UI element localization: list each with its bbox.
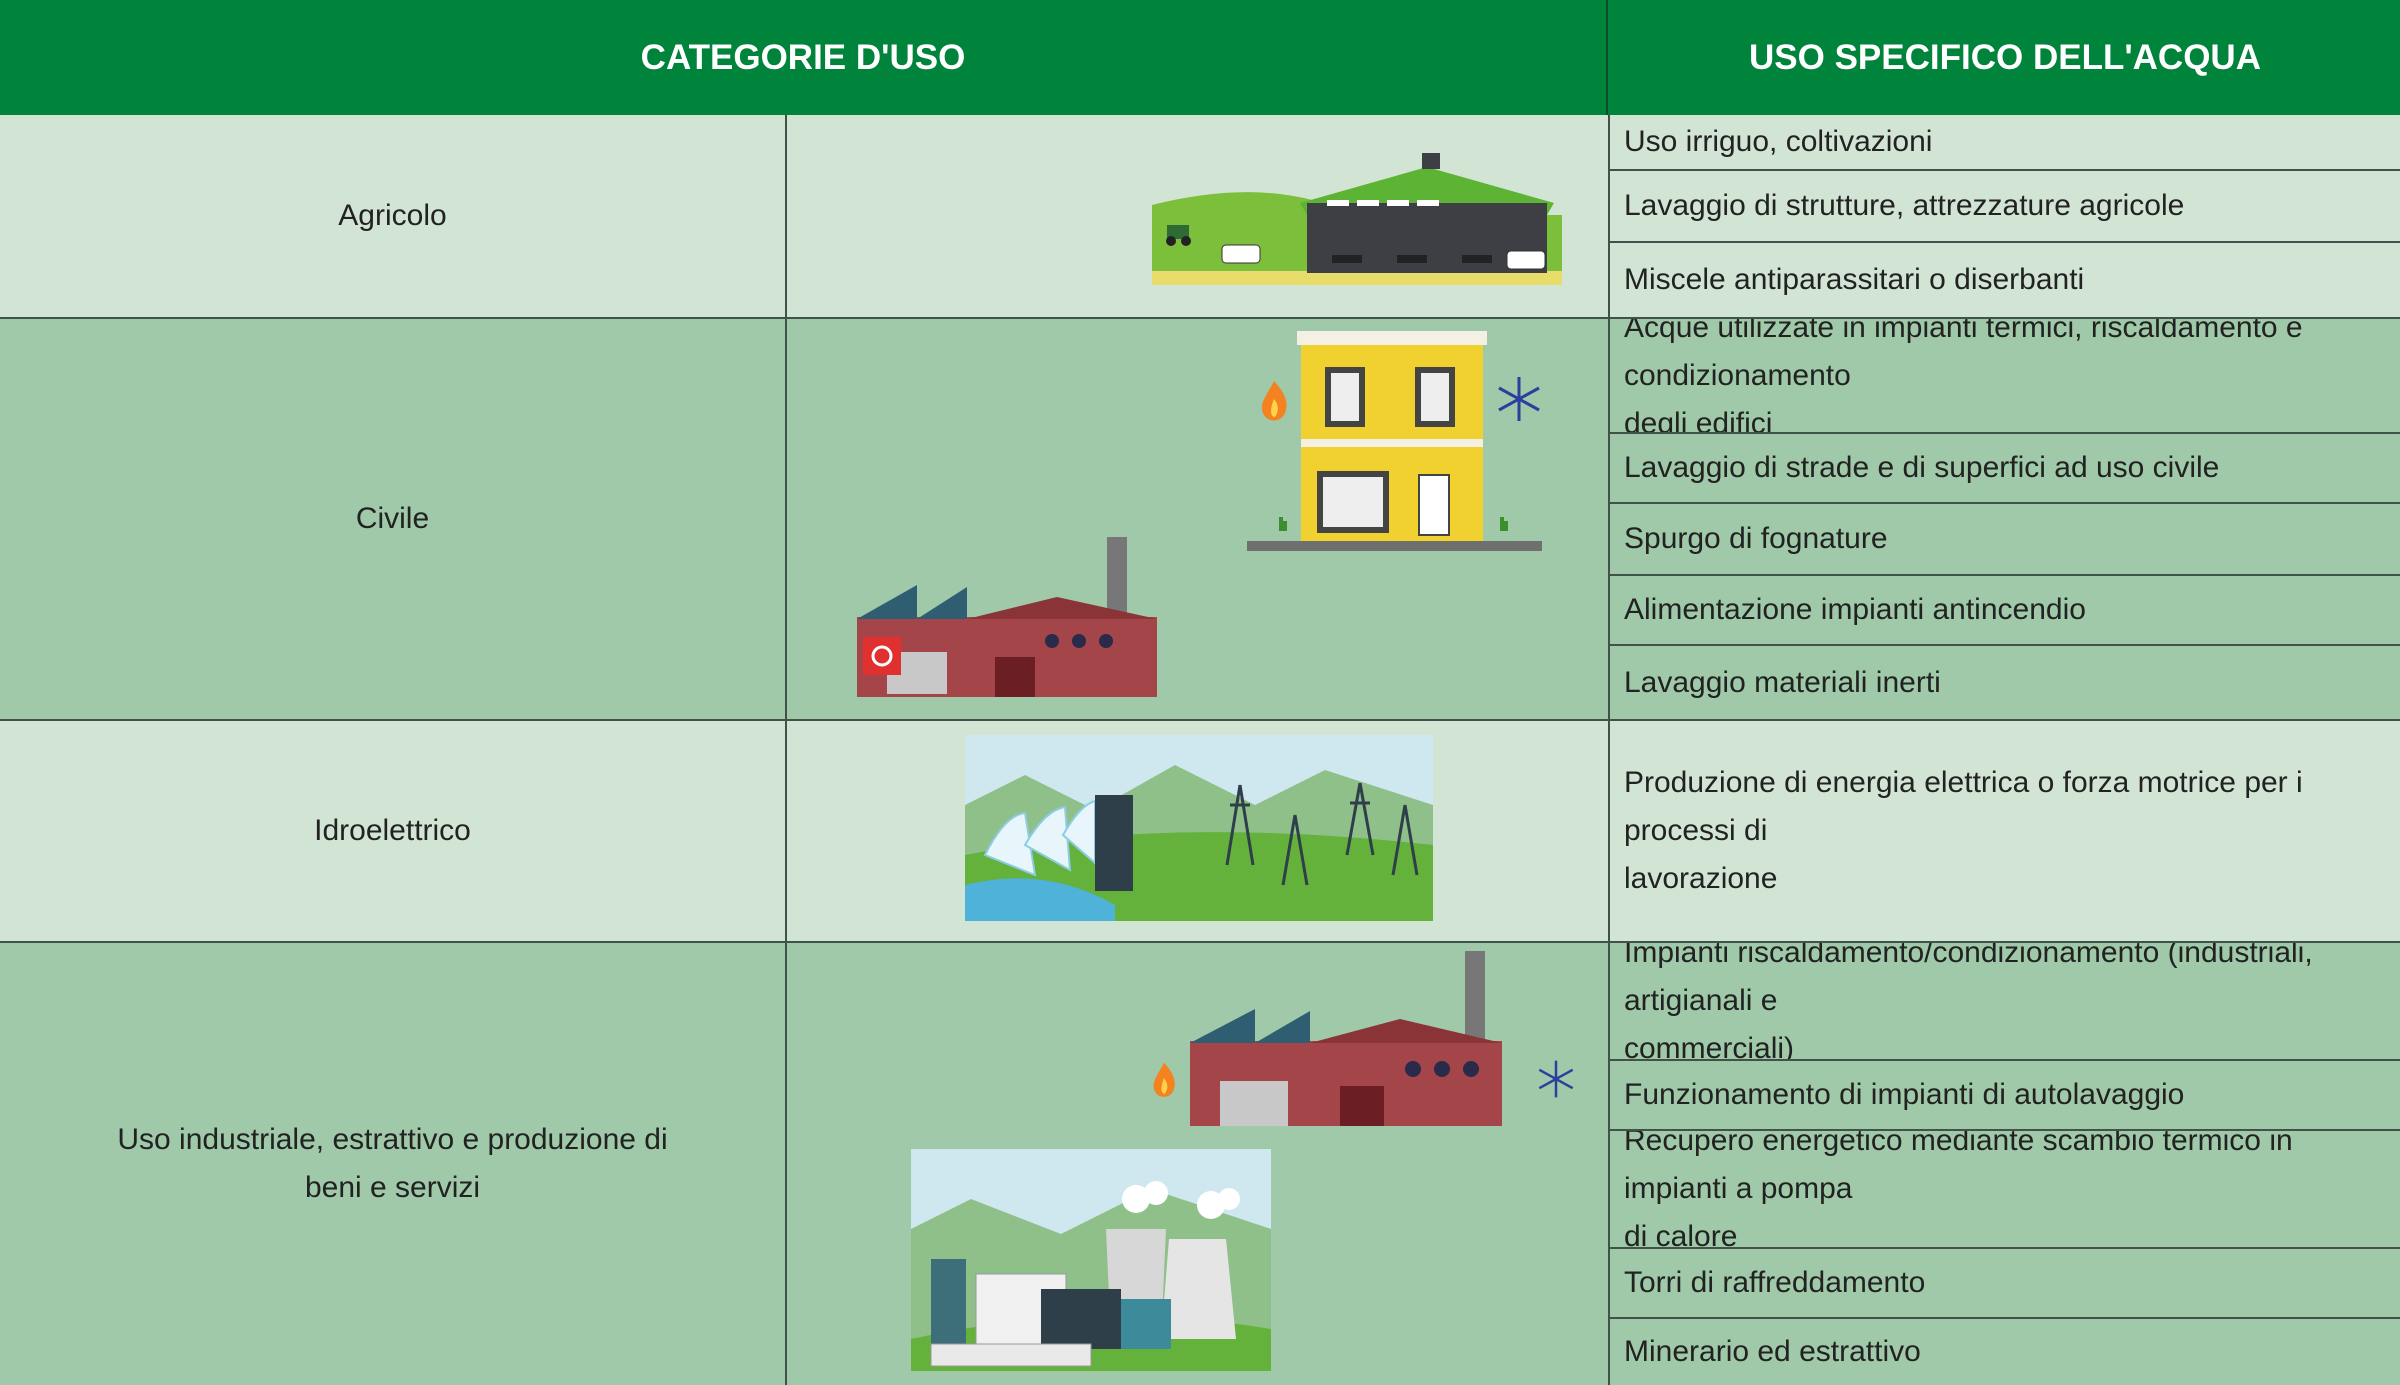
use-item: Spurgo di fognature [1610, 504, 2400, 576]
snowflake-icon [1498, 377, 1540, 421]
flame-icon [1261, 381, 1287, 421]
use-item: Recupero energetico mediante scambio ter… [1610, 1131, 2400, 1249]
yellow-house-illustration [1247, 331, 1542, 551]
use-item: Minerario ed estrattivo [1610, 1319, 2400, 1385]
category-row-industriale: Uso industriale, estrattivo e produzione… [0, 943, 1610, 1385]
fire-hose-sign-icon [863, 637, 901, 675]
brick-factory-illustration [1190, 951, 1502, 1126]
use-item: Lavaggio materiali inerti [1610, 646, 2400, 721]
use-item: Lavaggio di strade e di superfici ad uso… [1610, 434, 2400, 504]
category-label: Uso industriale, estrattivo e produzione… [0, 943, 787, 1385]
category-row-civile: Civile [0, 319, 1610, 721]
snowflake-icon [1538, 1060, 1574, 1098]
use-item: Impianti riscaldamento/condizionamento (… [1610, 943, 2400, 1061]
hydroelectric-dam-illustration [965, 735, 1433, 921]
image-cell [787, 115, 1610, 317]
use-item: Uso irriguo, coltivazioni [1610, 115, 2400, 171]
category-label: Idroelettrico [0, 721, 787, 941]
image-cell [787, 319, 1610, 719]
flame-icon [1153, 1062, 1175, 1097]
use-item: Miscele antiparassitari o diserbanti [1610, 243, 2400, 319]
category-label: Civile [0, 319, 787, 719]
uses-column: Uso irriguo, coltivazioni Lavaggio di st… [1608, 115, 2400, 1385]
farm-barn-illustration [1152, 153, 1562, 285]
header-categories: CATEGORIE D'USO [0, 0, 1606, 115]
brick-factory-illustration [857, 537, 1157, 697]
header-specific-use: USO SPECIFICO DELL'ACQUA [1606, 0, 2400, 115]
use-item: Lavaggio di strutture, attrezzature agri… [1610, 171, 2400, 243]
image-cell [787, 943, 1610, 1385]
power-plant-illustration [911, 1149, 1271, 1371]
use-item: Acque utilizzate in impianti termici, ri… [1610, 319, 2400, 434]
category-row-idroelettrico: Idroelettrico [0, 721, 1610, 943]
image-cell [787, 721, 1610, 941]
category-row-agricolo: Agricolo [0, 115, 1610, 319]
use-item: Torri di raffreddamento [1610, 1249, 2400, 1319]
use-item: Alimentazione impianti antincendio [1610, 576, 2400, 646]
use-item: Produzione di energia elettrica o forza … [1610, 721, 2400, 943]
category-label: Agricolo [0, 115, 787, 317]
use-item: Funzionamento di impianti di autolavaggi… [1610, 1061, 2400, 1131]
